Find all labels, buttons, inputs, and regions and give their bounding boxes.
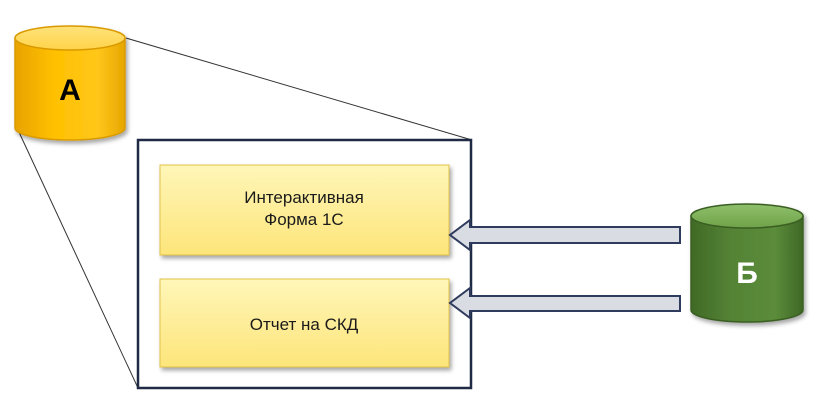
projection-line-top (125, 37, 473, 141)
skd-report-box (159, 278, 450, 368)
database-b (690, 203, 804, 323)
interactive-form-box (159, 164, 450, 256)
skd-report-label: Отчет на СКД (250, 315, 359, 334)
projection-line-bottom (17, 129, 139, 389)
arrow-to-form (448, 218, 681, 252)
database-a-label: А (59, 74, 81, 107)
arrow-to-report (448, 286, 681, 320)
interactive-form-label-line1: Интерактивная (244, 188, 364, 207)
database-a (14, 25, 126, 141)
database-b-label: Б (736, 257, 758, 290)
interactive-form-label-line2: Форма 1С (264, 210, 343, 229)
